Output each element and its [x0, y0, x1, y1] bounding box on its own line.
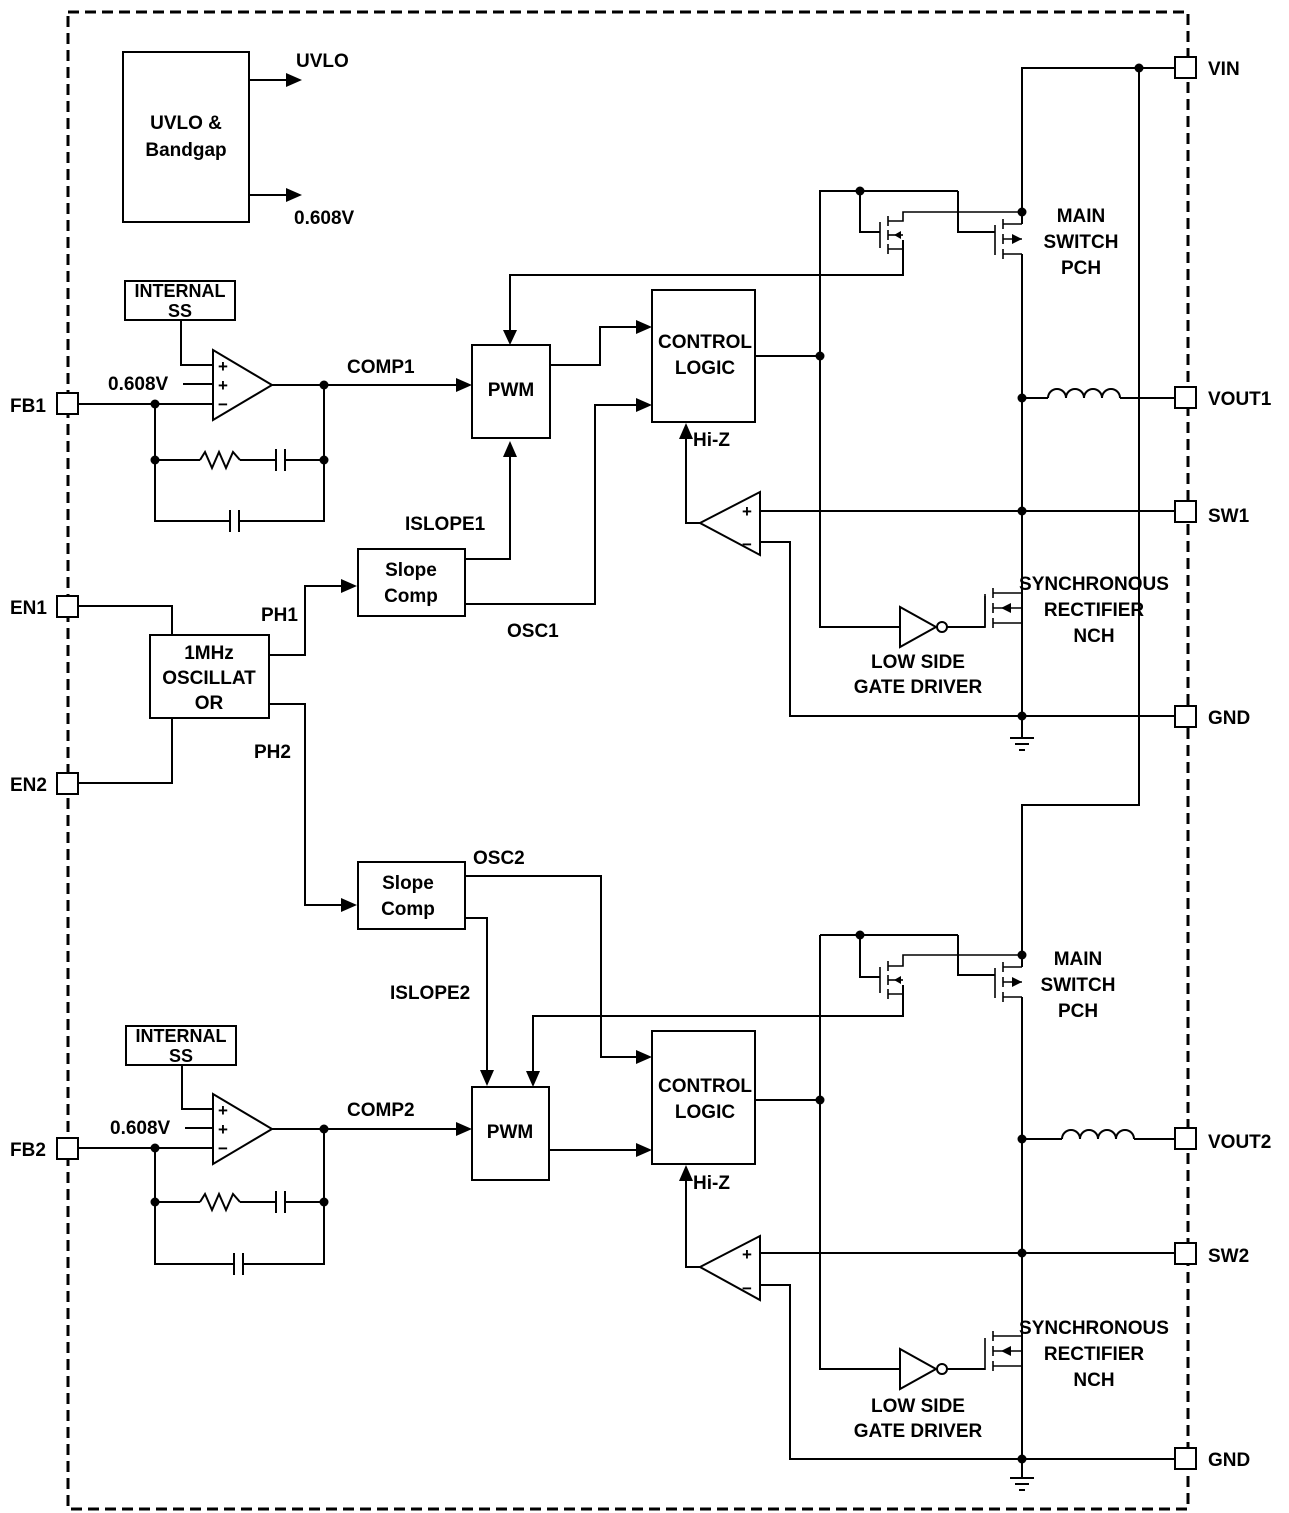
oscillator-block — [149, 634, 270, 719]
pin-sw1-label: SW1 — [1208, 506, 1250, 527]
oscillator-label-2: OSCILLAT — [162, 668, 256, 689]
svg-text:−: − — [218, 395, 228, 414]
pwm-block-1 — [471, 344, 551, 439]
control-logic-1 — [651, 289, 756, 423]
pin-en1-label: EN1 — [10, 598, 47, 619]
control-logic-1-label-2: LOGIC — [675, 358, 735, 379]
uvlo-output-label: UVLO — [296, 51, 349, 72]
uvlo-bandgap-label-1: UVLO & — [150, 113, 222, 134]
svg-text:+: + — [218, 1101, 228, 1120]
pin-gnd2-label: GND — [1208, 1450, 1250, 1471]
sync-rect-1-label: SYNCHRONOUS — [1019, 574, 1169, 595]
pin-vin — [1174, 56, 1197, 79]
oscillator-label-3: OR — [195, 693, 224, 714]
main-switch-2-label-2: SWITCH — [1041, 975, 1116, 996]
slope-comp-2 — [357, 861, 466, 930]
uvlo-bandgap-block — [122, 51, 250, 223]
gate-driver-2-label-2: GATE DRIVER — [854, 1421, 983, 1442]
pin-en2 — [56, 772, 79, 795]
sync-rect-2-label: SYNCHRONOUS — [1019, 1318, 1169, 1339]
hiz-2-label: Hi-Z — [693, 1173, 730, 1194]
pin-en2-label: EN2 — [10, 775, 47, 796]
pin-gnd1 — [1174, 705, 1197, 728]
internal-ss-1 — [124, 280, 236, 321]
internal-ss-1-label: INTERNAL — [135, 281, 226, 301]
slope-comp-2-label: Slope — [382, 873, 434, 894]
svg-text:+: + — [742, 1245, 752, 1264]
control-logic-2 — [651, 1030, 756, 1165]
chip-boundary — [66, 10, 1190, 1511]
pin-sw2 — [1174, 1242, 1197, 1265]
ph2-label: PH2 — [254, 742, 291, 763]
sync-rect-1-label-3: NCH — [1073, 626, 1114, 647]
svg-text:−: − — [218, 1139, 228, 1158]
comp2-label: COMP2 — [347, 1100, 415, 1121]
pwm-1-label: PWM — [488, 380, 534, 401]
pwm-block-2 — [471, 1086, 550, 1181]
pin-fb1 — [56, 392, 79, 415]
osc1-label: OSC1 — [507, 621, 559, 642]
pin-en1 — [56, 595, 79, 618]
svg-text:−: − — [742, 535, 752, 554]
control-logic-1-label: CONTROL — [658, 332, 752, 353]
ph1-label: PH1 — [261, 605, 298, 626]
pin-vin-label: VIN — [1208, 59, 1240, 80]
pin-vout1-label: VOUT1 — [1208, 389, 1272, 410]
gate-driver-1 — [899, 605, 939, 649]
main-switch-2-label-3: PCH — [1058, 1001, 1098, 1022]
slope-comp-2-label-2: Comp — [381, 899, 435, 920]
svg-text:+: + — [742, 502, 752, 521]
control-logic-2-label-2: LOGIC — [675, 1102, 735, 1123]
current-comparator-2 — [697, 1234, 761, 1302]
islope2-label: ISLOPE2 — [390, 983, 470, 1004]
pin-vout1 — [1174, 386, 1197, 409]
gate-driver-2 — [899, 1347, 939, 1391]
pwm-2-label: PWM — [487, 1122, 533, 1143]
svg-text:+: + — [218, 1120, 228, 1139]
svg-text:+: + — [218, 357, 228, 376]
pin-sw2-label: SW2 — [1208, 1246, 1249, 1267]
pin-fb1-label: FB1 — [10, 396, 46, 417]
control-logic-2-label: CONTROL — [658, 1076, 752, 1097]
pin-gnd1-label: GND — [1208, 708, 1250, 729]
pin-fb2-label: FB2 — [10, 1140, 46, 1161]
main-switch-2-label: MAIN — [1054, 949, 1103, 970]
pin-fb2 — [56, 1137, 79, 1160]
current-comparator-1 — [697, 490, 761, 557]
internal-ss-2-label-2: SS — [169, 1046, 193, 1066]
pin-sw1 — [1174, 500, 1197, 523]
gate-driver-1-label: LOW SIDE — [871, 652, 965, 673]
vref-2-label: 0.608V — [110, 1118, 171, 1139]
comp1-label: COMP1 — [347, 357, 415, 378]
slope-comp-1-label-2: Comp — [384, 586, 438, 607]
uvlo-bandgap-label-2: Bandgap — [145, 140, 226, 161]
slope-comp-1-label: Slope — [385, 560, 437, 581]
main-switch-1-label-2: SWITCH — [1044, 232, 1119, 253]
hiz-1-label: Hi-Z — [693, 430, 730, 451]
pin-vout2 — [1174, 1127, 1197, 1150]
svg-text:−: − — [742, 1279, 752, 1298]
gate-driver-2-label: LOW SIDE — [871, 1396, 965, 1417]
oscillator-label: 1MHz — [184, 643, 234, 664]
sync-rect-2-label-3: NCH — [1073, 1370, 1114, 1391]
vref-1-label: 0.608V — [108, 374, 169, 395]
gate-driver-1-label-2: GATE DRIVER — [854, 677, 983, 698]
internal-ss-1-label-2: SS — [168, 301, 192, 321]
main-switch-1-label-3: PCH — [1061, 258, 1101, 279]
main-switch-1-label: MAIN — [1057, 206, 1106, 227]
internal-ss-2-label: INTERNAL — [136, 1026, 227, 1046]
osc2-label: OSC2 — [473, 848, 525, 869]
pin-vout2-label: VOUT2 — [1208, 1132, 1271, 1153]
islope1-label: ISLOPE1 — [405, 514, 486, 535]
vref-output-label: 0.608V — [294, 208, 355, 229]
pin-gnd2 — [1174, 1447, 1197, 1470]
sync-rect-1-label-2: RECTIFIER — [1044, 600, 1145, 621]
slope-comp-1 — [357, 548, 466, 617]
svg-text:+: + — [218, 376, 228, 395]
sync-rect-2-label-2: RECTIFIER — [1044, 1344, 1145, 1365]
